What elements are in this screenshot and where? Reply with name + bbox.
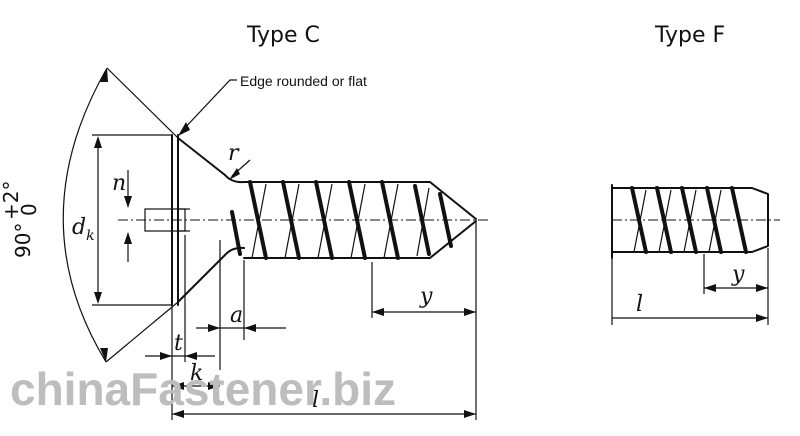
svg-text:+2°: +2° bbox=[0, 181, 23, 220]
label-r: r bbox=[228, 141, 240, 166]
dim-l-f bbox=[611, 258, 768, 325]
label-k: k bbox=[190, 361, 203, 386]
label-y-f: y bbox=[731, 262, 745, 287]
dim-a bbox=[196, 240, 286, 370]
label-l-f: l bbox=[636, 292, 643, 317]
dim-y-f bbox=[703, 248, 769, 325]
type-f-thread bbox=[611, 184, 769, 259]
dim-y-c bbox=[371, 222, 477, 420]
svg-text:90°: 90° bbox=[11, 223, 35, 258]
dim-angle bbox=[62, 67, 179, 363]
dim-dk bbox=[92, 134, 172, 306]
title-type-f: Type F bbox=[654, 23, 725, 48]
label-dk: dk bbox=[72, 215, 95, 244]
dim-n bbox=[124, 170, 132, 262]
label-a: a bbox=[230, 303, 243, 328]
watermark: chinaFastener.biz bbox=[10, 363, 396, 415]
edge-note: Edge rounded or flat bbox=[240, 73, 367, 89]
label-y-c: y bbox=[419, 284, 433, 309]
radius-callout bbox=[229, 159, 251, 180]
label-t: t bbox=[174, 331, 183, 356]
dim-l-c bbox=[172, 410, 476, 418]
label-l-c: l bbox=[312, 388, 319, 413]
dim-t bbox=[145, 235, 215, 420]
edge-callout bbox=[178, 79, 237, 136]
svg-text:0: 0 bbox=[17, 203, 41, 216]
angle-label: 90° +2° 0 bbox=[0, 181, 41, 258]
label-n: n bbox=[112, 171, 126, 196]
dim-k bbox=[172, 382, 220, 390]
title-type-c: Type C bbox=[246, 23, 320, 48]
